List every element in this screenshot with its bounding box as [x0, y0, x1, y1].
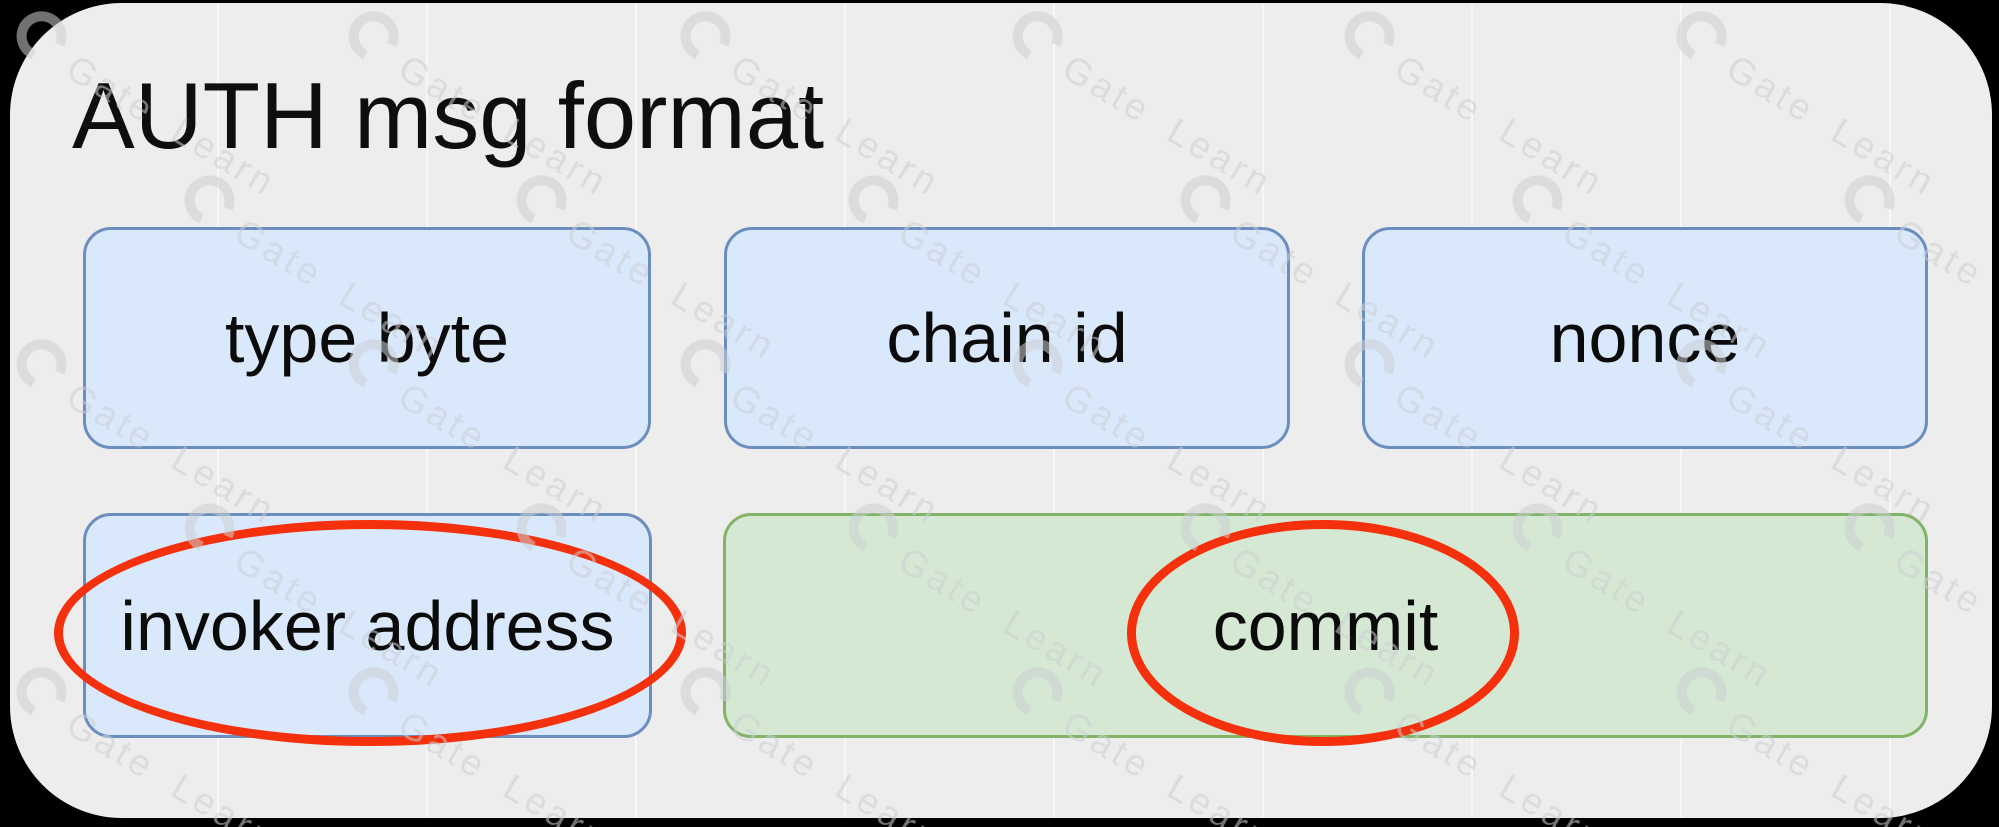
field-box-commit: commit [723, 513, 1928, 738]
field-label: chain id [886, 299, 1128, 377]
diagram-title: AUTH msg format [72, 63, 825, 168]
field-label: invoker address [120, 586, 615, 665]
field-box-type-byte: type byte [83, 227, 651, 449]
field-label: commit [1212, 586, 1439, 665]
field-box-chain-id: chain id [724, 227, 1290, 449]
field-label: type byte [224, 299, 510, 377]
field-box-nonce: nonce [1362, 227, 1928, 449]
field-label: nonce [1549, 299, 1741, 377]
field-box-invoker-address: invoker address [83, 513, 652, 738]
